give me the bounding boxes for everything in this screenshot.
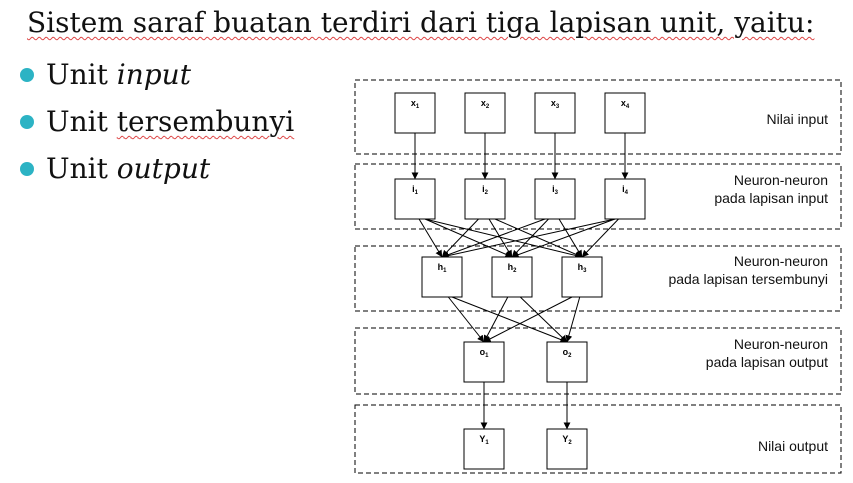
node-box-o2 (546, 341, 588, 383)
node-x1: x1 (394, 92, 436, 134)
bullet-prefix: Unit (46, 152, 117, 185)
node-o1: o1 (463, 341, 505, 383)
node-label-o1: o1 (480, 347, 490, 359)
node-label-x2: x2 (481, 98, 490, 110)
node-box-i1 (394, 178, 436, 220)
layer-band-output-neurons (354, 327, 842, 395)
node-label-o2: o2 (563, 347, 573, 359)
layer-label-input-neurons: Neuron-neuron (734, 172, 828, 188)
node-h3: h3 (561, 256, 603, 298)
edge-i2-h1 (441, 218, 479, 258)
node-label-h3: h3 (578, 262, 588, 274)
edge-i2-h3 (494, 218, 583, 258)
node-label-x1: x1 (411, 98, 420, 110)
node-x3: x3 (534, 92, 576, 134)
node-box-i4 (604, 178, 646, 220)
edge-i1-h2 (424, 218, 513, 258)
bullet-item-input: Unit input (20, 56, 294, 103)
node-box-Y1 (463, 428, 505, 470)
node-i3: i3 (534, 178, 576, 220)
edge-i4-h2 (511, 218, 616, 258)
layer-band-input-values (354, 79, 842, 155)
edge-i4-h1 (441, 218, 616, 259)
node-i2: i2 (464, 178, 506, 220)
layer-band-input-neurons (354, 163, 842, 230)
node-h2: h2 (491, 256, 533, 298)
bullet-item-output: Unit output (20, 150, 294, 197)
layer-bullet-list: Unit input Unit tersembunyi Unit output (20, 56, 294, 197)
bullet-term: tersembunyi (116, 105, 295, 138)
node-box-Y2 (546, 428, 588, 470)
edge-h3-o1 (483, 296, 573, 343)
layer-label-output-values: Nilai output (758, 438, 828, 454)
bullet-dot-icon (20, 162, 34, 176)
page-heading: Sistem saraf buatan terdiri dari tiga la… (27, 6, 815, 39)
node-label-i3: i3 (552, 184, 559, 196)
edge-i4-h3 (581, 218, 619, 258)
node-label-Y1: Y1 (479, 434, 489, 446)
node-label-i2: i2 (482, 184, 489, 196)
node-box-i2 (464, 178, 506, 220)
node-label-Y2: Y2 (562, 434, 572, 446)
layer-label-output-neurons: Neuron-neuron (734, 336, 828, 352)
layer-label-input-neurons: pada lapisan input (714, 190, 828, 206)
bullet-prefix: Unit (46, 105, 117, 138)
node-h1: h1 (421, 256, 463, 298)
layer-label-input-values: Nilai input (767, 111, 829, 127)
bullet-term: output (116, 152, 211, 185)
bullet-item-hidden: Unit tersembunyi (20, 103, 294, 150)
bullet-dot-icon (20, 115, 34, 129)
node-box-h2 (491, 256, 533, 298)
node-i1: i1 (394, 178, 436, 220)
node-label-x4: x4 (621, 98, 630, 110)
node-label-i1: i1 (412, 184, 419, 196)
edge-h2-o2 (519, 296, 568, 343)
node-o2: o2 (546, 341, 588, 383)
node-box-x4 (604, 92, 646, 134)
edge-i3-h1 (441, 218, 546, 258)
bullet-term: input (116, 58, 191, 91)
bullet-prefix: Unit (46, 58, 117, 91)
bullet-dot-icon (20, 68, 34, 82)
node-box-o1 (463, 341, 505, 383)
node-x4: x4 (604, 92, 646, 134)
edge-i1-h3 (424, 218, 583, 259)
node-box-x1 (394, 92, 436, 134)
layer-label-hidden-neurons: pada lapisan tersembunyi (668, 271, 828, 287)
edge-h3-o2 (565, 296, 581, 343)
layer-label-output-neurons: pada lapisan output (706, 354, 828, 370)
node-Y1: Y1 (463, 428, 505, 470)
node-label-h2: h2 (508, 262, 518, 274)
node-label-h1: h1 (438, 262, 448, 274)
node-box-h3 (561, 256, 603, 298)
node-label-i4: i4 (622, 184, 629, 196)
edge-h2-o1 (483, 296, 509, 343)
node-i4: i4 (604, 178, 646, 220)
layer-label-hidden-neurons: Neuron-neuron (734, 253, 828, 269)
edge-i1-h1 (418, 218, 443, 258)
node-Y2: Y2 (546, 428, 588, 470)
node-box-x2 (464, 92, 506, 134)
edge-i2-h2 (488, 218, 513, 258)
node-box-i3 (534, 178, 576, 220)
node-x2: x2 (464, 92, 506, 134)
edge-h1-o2 (451, 296, 568, 343)
edge-i3-h3 (558, 218, 583, 258)
edge-h1-o1 (447, 296, 485, 343)
node-label-x3: x3 (551, 98, 560, 110)
layer-band-hidden-neurons (354, 245, 842, 312)
node-box-h1 (421, 256, 463, 298)
layer-band-output-values (354, 404, 842, 474)
node-box-x3 (534, 92, 576, 134)
